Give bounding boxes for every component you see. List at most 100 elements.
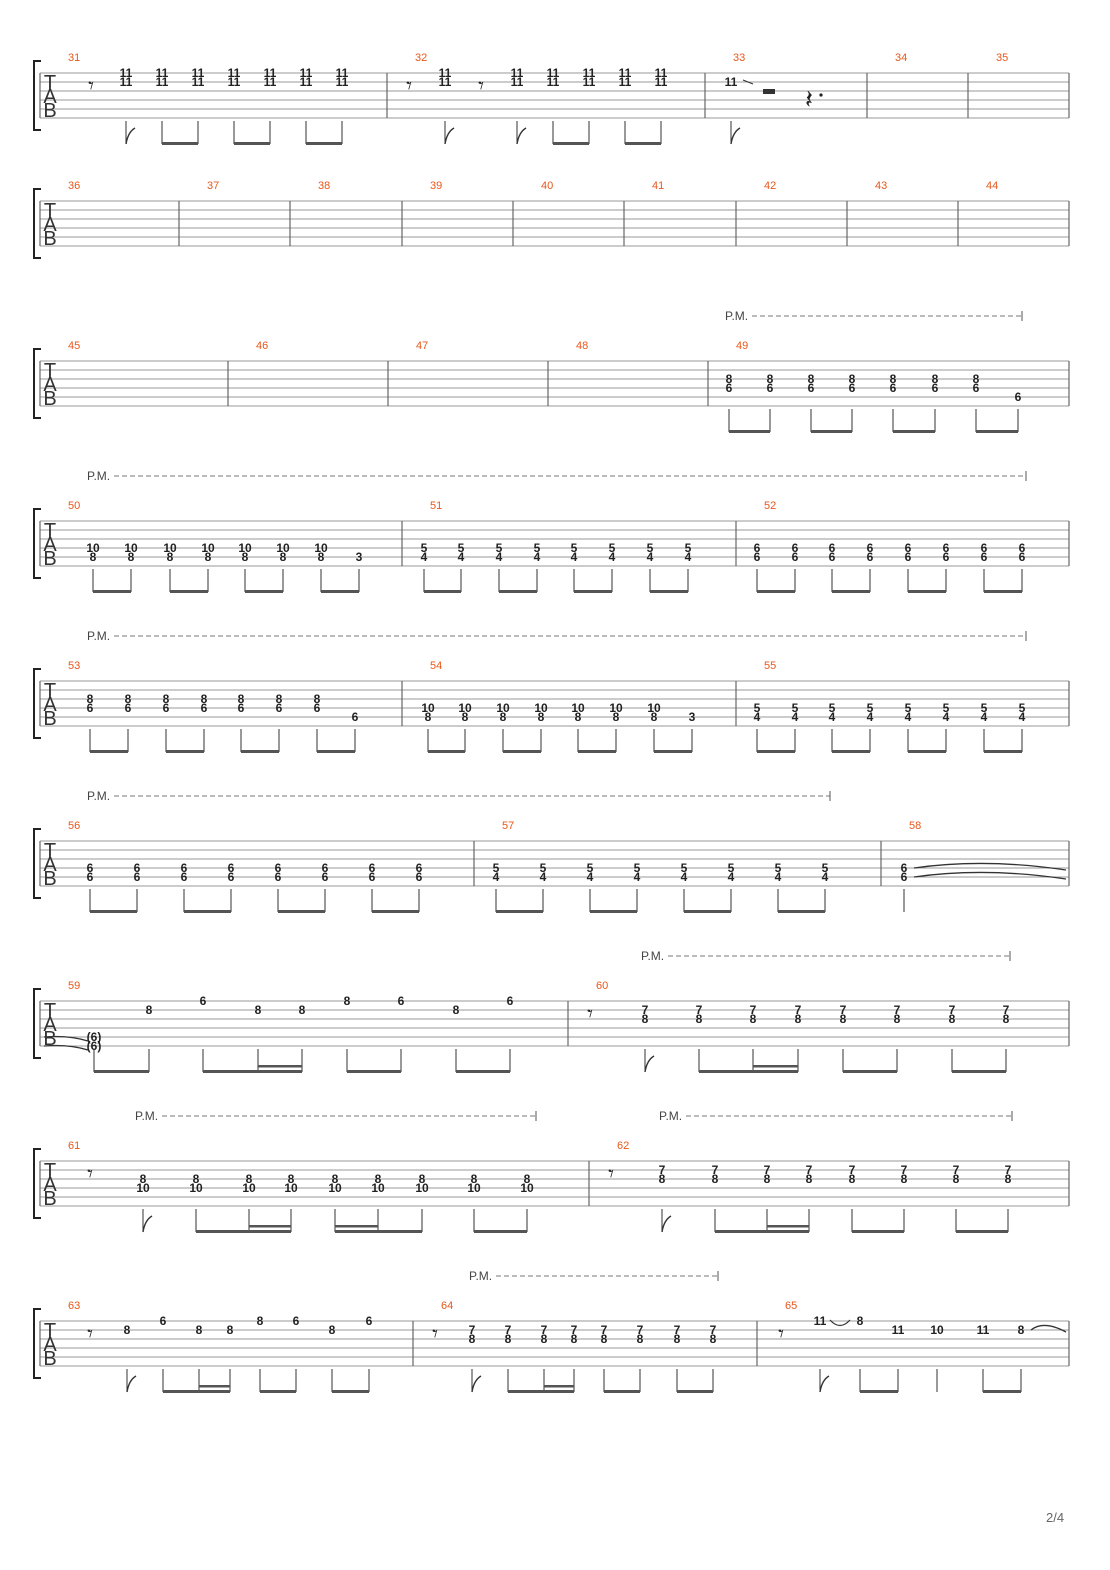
note-flag <box>644 1055 655 1073</box>
fret-number: 7 <box>710 1323 717 1337</box>
note-flag <box>142 1215 153 1233</box>
fret-number: 7 <box>571 1323 578 1337</box>
fret-number: 4 <box>754 710 761 724</box>
fret-number: 8 <box>637 1332 644 1346</box>
slur-arc <box>829 1319 851 1327</box>
fret-number: 10 <box>163 541 177 555</box>
fret-number: 8 <box>857 1314 864 1328</box>
fret-number: (6) <box>87 1039 102 1053</box>
tie-arc <box>913 862 1067 871</box>
fret-number: 5 <box>540 861 547 875</box>
fret-number: 10 <box>458 701 472 715</box>
fret-number: 10 <box>647 701 661 715</box>
fret-number: 8 <box>314 692 321 706</box>
beam <box>278 910 325 913</box>
fret-number: 10 <box>328 1181 342 1195</box>
tab-clef-letter: B <box>43 868 56 890</box>
tab-clef-letter: A <box>43 374 57 396</box>
fret-number: 10 <box>520 1181 534 1195</box>
fret-number: 7 <box>901 1163 908 1177</box>
fret-number: 6 <box>228 861 235 875</box>
beam <box>811 430 852 433</box>
tab-clef-letter: A <box>43 694 57 716</box>
fret-number: 8 <box>642 1012 649 1026</box>
fret-number: 10 <box>415 1181 429 1195</box>
fret-number: 10 <box>124 541 138 555</box>
fret-number: 11 <box>336 75 349 89</box>
fret-number: 6 <box>943 550 950 564</box>
fret-number: 5 <box>587 861 594 875</box>
fret-number: 10 <box>496 701 510 715</box>
beam <box>90 750 128 753</box>
beam <box>650 590 688 593</box>
beam <box>553 142 589 145</box>
palm-mute-label: P.M. <box>135 1109 158 1123</box>
fret-number: 8 <box>163 692 170 706</box>
fret-number: 6 <box>905 550 912 564</box>
beam <box>893 430 935 433</box>
fret-number: 11 <box>547 75 560 89</box>
fret-number: 8 <box>425 710 432 724</box>
fret-number: 10 <box>534 701 548 715</box>
fret-number: 4 <box>728 870 735 884</box>
tab-clef-letter: A <box>43 854 57 876</box>
system-bracket <box>33 668 41 739</box>
fret-number: 6 <box>726 381 733 395</box>
fret-number: 8 <box>246 1172 253 1186</box>
fret-number: 8 <box>840 1012 847 1026</box>
fret-number: 10 <box>467 1181 481 1195</box>
measure-number: 31 <box>68 52 80 64</box>
eighth-rest: 𝄾 <box>432 1321 438 1346</box>
fret-number: 7 <box>750 1003 757 1017</box>
fret-number: 7 <box>696 1003 703 1017</box>
fret-number: 8 <box>795 1012 802 1026</box>
tab-clef-letter: T <box>44 200 56 222</box>
tab-clef-letter: B <box>43 100 56 122</box>
beam <box>699 1070 798 1073</box>
beam <box>332 1390 369 1393</box>
fret-number: 8 <box>462 710 469 724</box>
beam <box>578 750 616 753</box>
system-bracket <box>33 1148 41 1219</box>
fret-number: 4 <box>458 550 465 564</box>
fret-number: 10 <box>609 701 623 715</box>
fret-number: 11 <box>336 66 349 80</box>
beam <box>983 1390 1021 1393</box>
fret-number: 6 <box>275 870 282 884</box>
tie-arc <box>43 1044 89 1051</box>
fret-number: 8 <box>227 1323 234 1337</box>
fret-number: 11 <box>120 66 133 80</box>
beam <box>496 910 543 913</box>
fret-number: 10 <box>421 701 435 715</box>
beam <box>372 910 419 913</box>
fret-number: 4 <box>634 870 641 884</box>
tab-clef-letter: B <box>43 1348 56 1370</box>
fret-number: 11 <box>511 75 524 89</box>
fret-number: 6 <box>125 701 132 715</box>
beam <box>163 1390 230 1393</box>
fret-number: 6 <box>416 870 423 884</box>
fret-number: 8 <box>201 692 208 706</box>
fret-number: 8 <box>571 1332 578 1346</box>
beam <box>832 750 870 753</box>
fret-number: 6 <box>369 861 376 875</box>
beam <box>757 590 795 593</box>
beam <box>474 1230 527 1233</box>
beam <box>860 1390 898 1393</box>
fret-number: 8 <box>375 1172 382 1186</box>
fret-number: 8 <box>167 550 174 564</box>
tab-clef-letter: T <box>44 72 56 94</box>
fret-number: 6 <box>276 701 283 715</box>
fret-number: 6 <box>901 870 908 884</box>
fret-number: 6 <box>973 381 980 395</box>
beam <box>778 910 825 913</box>
measure-number: 45 <box>68 340 80 352</box>
fret-number: 11 <box>439 75 452 89</box>
fret-number: 5 <box>981 701 988 715</box>
measure-number: 36 <box>68 180 80 192</box>
fret-number: 7 <box>637 1323 644 1337</box>
measure-number: 65 <box>785 1300 797 1312</box>
